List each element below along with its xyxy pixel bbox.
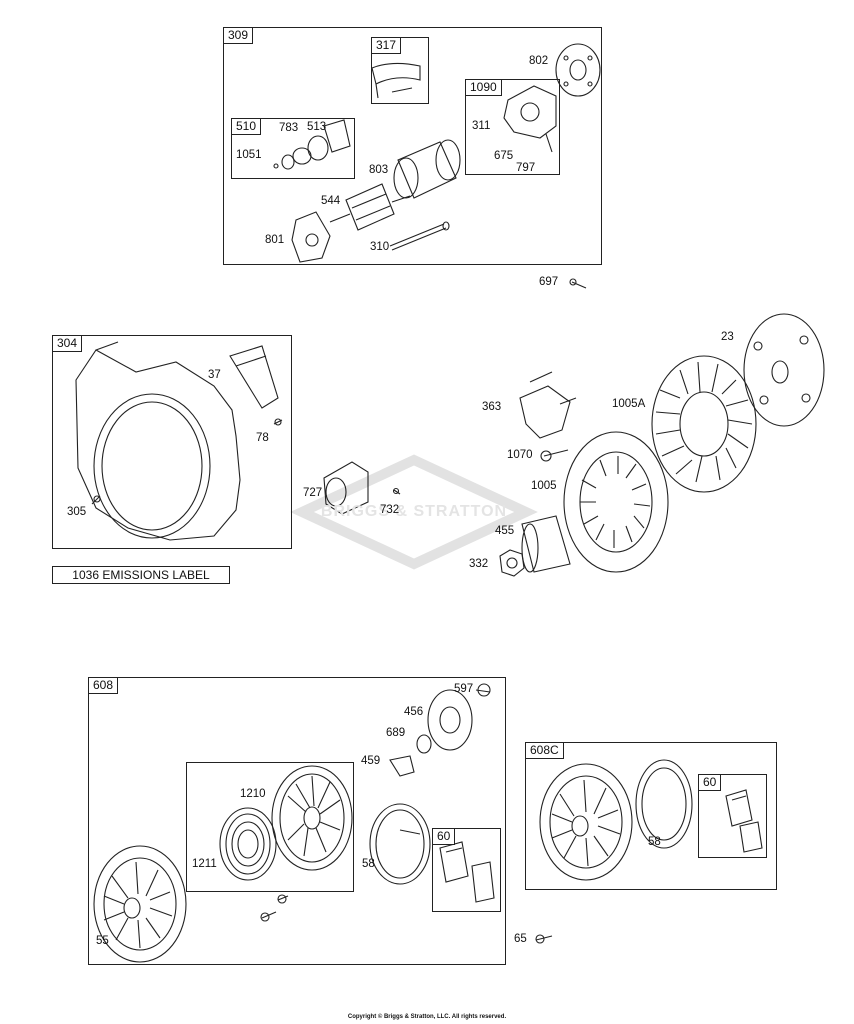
watermark-logo	[290, 454, 538, 570]
label-78: 78	[256, 432, 269, 444]
part-305-screw	[91, 495, 101, 505]
label-513: 513	[307, 121, 327, 133]
part-1211-spring	[219, 807, 277, 881]
part-697-screw	[571, 281, 587, 289]
group-inner-pulley	[186, 762, 354, 892]
group-60-a: 60	[432, 828, 501, 912]
label-65: 65	[514, 933, 527, 945]
part-37-shield	[229, 345, 279, 409]
emissions-label: 1036 EMISSIONS LABEL	[52, 566, 230, 584]
part-459-dog	[389, 755, 415, 777]
part-803-housing	[397, 141, 457, 199]
label-697: 697	[539, 276, 559, 288]
group-608c-tag: 608C	[525, 742, 564, 759]
label-37: 37	[208, 369, 221, 381]
part-310-bolt	[389, 223, 445, 247]
watermark-text: BRIGGS & STRATTON	[320, 503, 508, 520]
label-1210: 1210	[240, 788, 266, 800]
label-597: 597	[454, 683, 474, 695]
part-60-handle-b	[725, 789, 753, 827]
group-317-tag: 317	[371, 37, 402, 54]
group-60-a-tag: 60	[432, 828, 456, 845]
label-363: 363	[482, 401, 502, 413]
label-23: 23	[721, 331, 734, 343]
part-1005a-fan	[651, 355, 757, 493]
part-544-armature	[345, 183, 395, 231]
part-317-bracket	[371, 62, 421, 85]
group-309: 309	[223, 27, 602, 265]
label-1005a: 1005A	[612, 398, 646, 410]
part-455-cup	[521, 515, 571, 573]
part-58-rope-608c	[635, 759, 693, 849]
group-608: 608	[88, 677, 506, 965]
label-55: 55	[96, 935, 109, 947]
part-55-housing	[93, 845, 187, 963]
label-305: 305	[67, 506, 87, 518]
part-689-ring	[416, 734, 432, 754]
group-1090-tag: 1090	[465, 79, 502, 96]
label-727: 727	[303, 487, 323, 499]
part-363-bracket	[519, 385, 571, 439]
group-304: 304	[52, 335, 292, 549]
part-801-end-plate	[291, 211, 331, 263]
label-802: 802	[529, 55, 549, 67]
label-732: 732	[380, 504, 400, 516]
part-802-disc	[555, 43, 601, 97]
part-727-screen	[323, 461, 369, 515]
part-23-disc	[743, 313, 825, 427]
part-456-plate	[427, 689, 473, 751]
label-1051: 1051	[236, 149, 262, 161]
part-1005-fan	[563, 431, 669, 573]
label-311: 311	[472, 120, 491, 132]
part-332-nut	[499, 549, 525, 577]
label-310: 310	[370, 241, 390, 253]
label-797: 797	[516, 162, 536, 174]
group-60-b: 60	[698, 774, 767, 858]
label-675: 675	[494, 150, 514, 162]
group-60-b-tag: 60	[698, 774, 722, 791]
part-510-drive	[323, 119, 351, 153]
label-803: 803	[369, 164, 389, 176]
label-1070: 1070	[507, 449, 533, 461]
part-1090-brush-holder	[503, 85, 557, 139]
part-1070-bolt	[543, 449, 569, 457]
part-732-screw	[393, 489, 401, 495]
copyright-footer: Copyright © Briggs & Stratton, LLC. All …	[347, 1014, 507, 1020]
label-801: 801	[265, 234, 285, 246]
label-689: 689	[386, 727, 406, 739]
part-304-housing	[75, 349, 241, 541]
part-1210-pulley	[271, 765, 353, 871]
label-1005: 1005	[531, 480, 557, 492]
label-58-b: 58	[648, 836, 661, 848]
label-783: 783	[279, 122, 299, 134]
group-608c: 608C	[525, 742, 777, 890]
part-58-rope	[369, 803, 431, 885]
label-455: 455	[495, 525, 515, 537]
label-1211: 1211	[192, 858, 217, 870]
label-456: 456	[404, 706, 424, 718]
group-317: 317	[371, 37, 429, 104]
label-544: 544	[321, 195, 341, 207]
part-608c-housing	[539, 763, 633, 881]
label-58-a: 58	[362, 858, 375, 870]
group-309-tag: 309	[223, 27, 254, 44]
group-304-tag: 304	[52, 335, 83, 352]
group-608-tag: 608	[88, 677, 119, 694]
label-459: 459	[361, 755, 381, 767]
label-332: 332	[469, 558, 489, 570]
group-510: 510	[231, 118, 355, 179]
group-510-tag: 510	[231, 118, 262, 135]
group-1090: 1090	[465, 79, 560, 175]
